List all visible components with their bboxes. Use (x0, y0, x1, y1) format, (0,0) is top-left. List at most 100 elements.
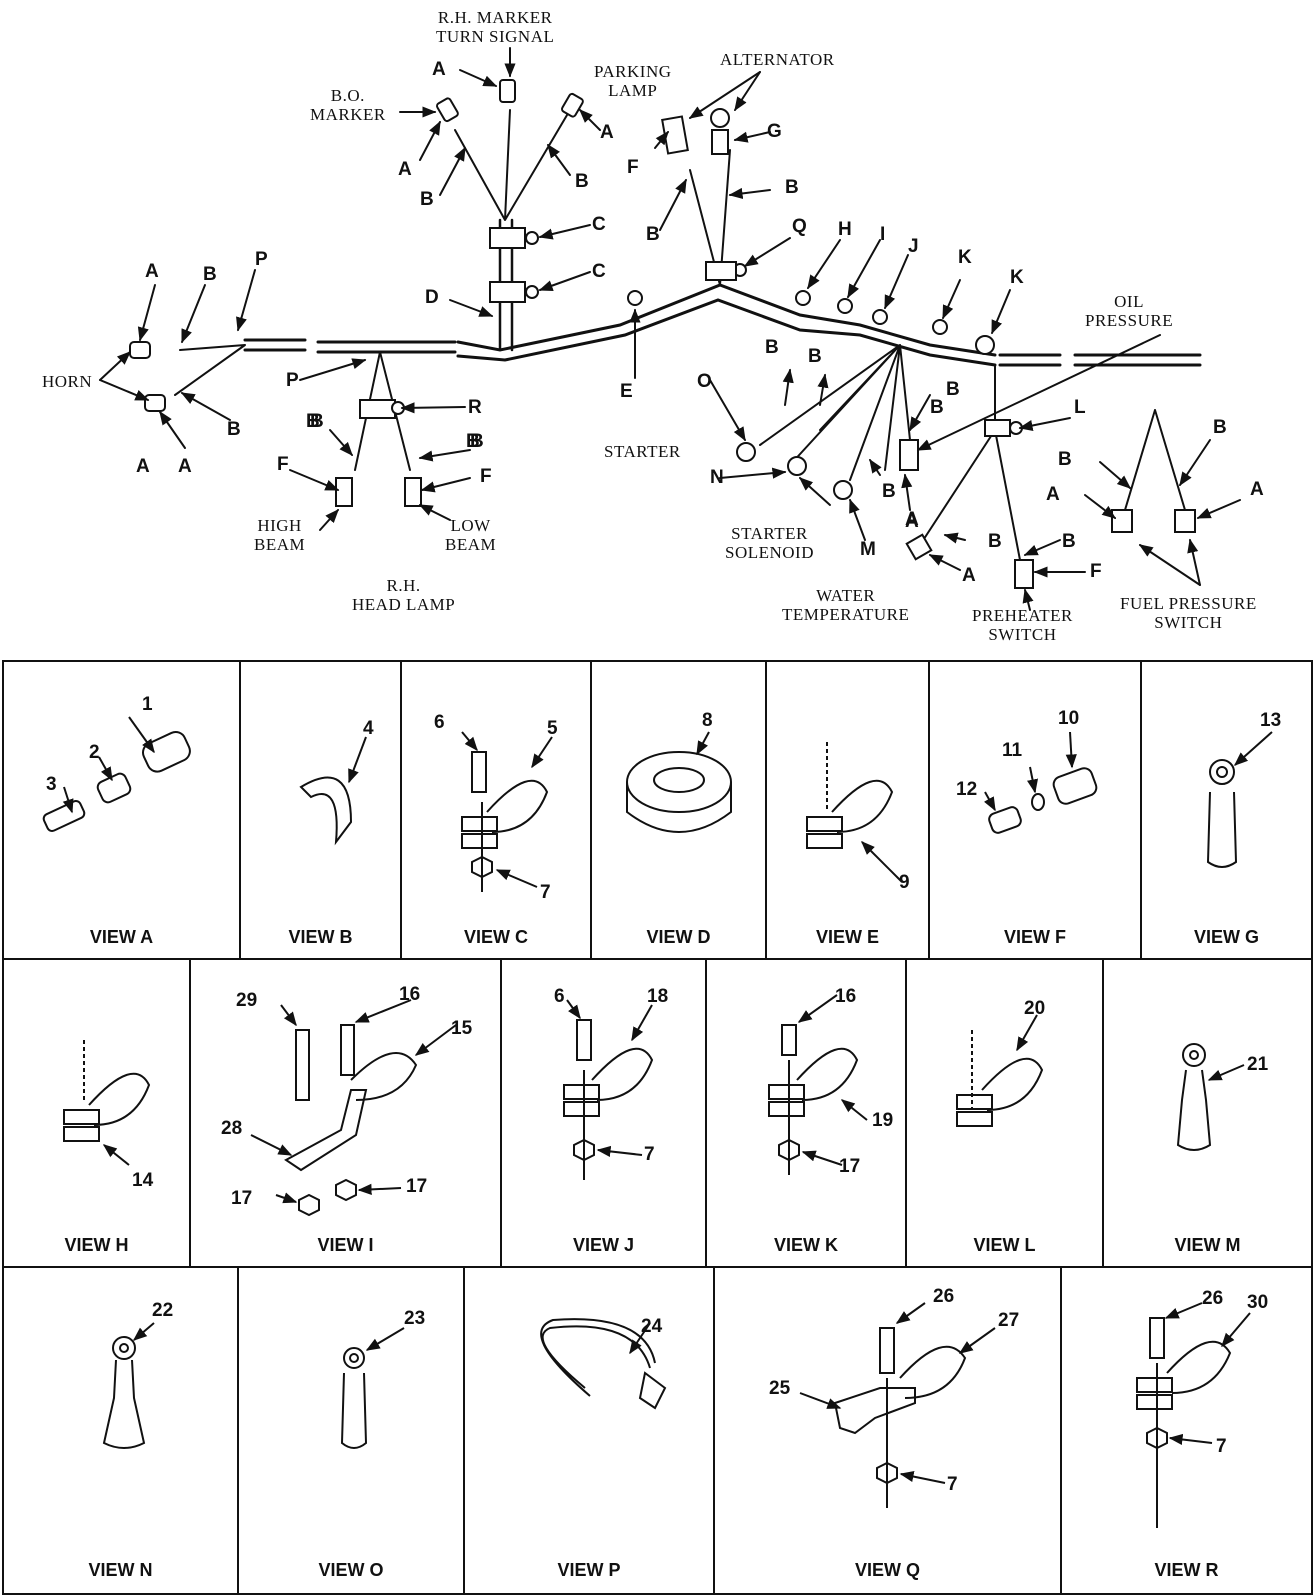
connector-assembly-drawing (42, 716, 191, 832)
callout-letter: B (808, 346, 822, 367)
callout-letter: I (880, 224, 886, 245)
callout-letter: B (466, 431, 480, 452)
callout-arrows (99, 47, 1241, 611)
view-title: VIEW I (317, 1235, 374, 1255)
grommet-drawing (626, 731, 732, 833)
part-number: 20 (1024, 998, 1046, 1019)
callout-letter: B (646, 224, 660, 245)
clamp-drawing (956, 1014, 1044, 1127)
view-e: 9 VIEW E (765, 662, 928, 960)
view-title: VIEW R (1154, 1560, 1219, 1580)
ring-terminal-drawing (102, 1322, 155, 1449)
clamp-drawing (806, 742, 903, 883)
callout-letter: A (145, 261, 159, 282)
part-number: 5 (547, 718, 558, 739)
clamp-screw-nut-drawing (461, 731, 553, 892)
views-row-1: 1 2 3 VIEW A 4 VIEW B 6 5 7 (2, 660, 1311, 960)
view-title: VIEW K (773, 1235, 838, 1255)
view-r: 26 30 7 VIEW R (1060, 1268, 1311, 1593)
view-title: VIEW O (318, 1560, 384, 1580)
callout-letter: A (962, 565, 976, 586)
callout-letter: A (600, 122, 614, 143)
part-number: 3 (46, 774, 57, 795)
horn-label: HORN (42, 372, 93, 391)
view-q: 26 27 25 7 VIEW Q (713, 1268, 1060, 1593)
clamp-screw-nut-drawing (1136, 1302, 1251, 1528)
callout-letter: B (470, 431, 484, 452)
part-number: 10 (1058, 708, 1080, 729)
view-o: 23 VIEW O (237, 1268, 463, 1593)
callout-letter: B (988, 531, 1002, 552)
bracket-clamp-drawing (799, 1302, 996, 1508)
view-l: 20 VIEW L (905, 960, 1102, 1268)
callout-letter: F (480, 466, 492, 487)
callout-letter: B (765, 337, 779, 358)
view-title: VIEW P (557, 1560, 621, 1580)
callout-letter: A (1046, 484, 1060, 505)
view-title: VIEW M (1174, 1235, 1241, 1255)
callout-letter: B (946, 379, 960, 400)
callout-letter: A (905, 511, 919, 532)
view-m: 21 VIEW M (1102, 960, 1311, 1268)
view-k: 16 19 17 VIEW K (705, 960, 905, 1268)
view-title: VIEW E (815, 927, 879, 947)
callout-letter: A (432, 59, 446, 80)
view-n: 22 VIEW N (2, 1268, 237, 1593)
part-number: 15 (451, 1018, 473, 1039)
part-number: 24 (641, 1316, 663, 1337)
part-number: 16 (399, 984, 421, 1005)
part-number: 7 (644, 1144, 655, 1165)
starter-label: STARTER (604, 442, 681, 461)
part-number: 22 (152, 1300, 174, 1321)
callout-letter: D (425, 287, 439, 308)
callout-letter: A (1250, 479, 1264, 500)
callout-letter: C (592, 214, 606, 235)
part-number: 18 (647, 986, 669, 1007)
callout-letter: B (306, 411, 320, 432)
callout-letter: M (860, 539, 876, 560)
callout-letter: J (908, 236, 919, 257)
ring-terminal-drawing (340, 1327, 405, 1449)
part-number: 2 (89, 742, 100, 763)
part-number: 23 (404, 1308, 426, 1329)
view-title: VIEW B (288, 927, 353, 947)
callout-letter: P (255, 249, 268, 270)
ring-terminal-drawing (1176, 1043, 1245, 1151)
callout-letter: A (398, 159, 412, 180)
view-a: 1 2 3 VIEW A (2, 662, 239, 960)
callout-letter: H (838, 219, 852, 240)
callout-letter: G (767, 121, 782, 142)
callout-letter: N (710, 467, 724, 488)
callout-letter: F (627, 157, 639, 178)
terminal-assembly-drawing (983, 731, 1098, 834)
callout-letter: B (203, 264, 217, 285)
part-number: 13 (1260, 710, 1282, 731)
callout-letter: B (575, 171, 589, 192)
callout-letter: L (1074, 397, 1086, 418)
part-number: 6 (554, 986, 565, 1007)
callout-letter: F (1090, 561, 1102, 582)
part-number: 29 (236, 990, 258, 1011)
part-number: 28 (221, 1118, 243, 1139)
view-title: VIEW N (88, 1560, 153, 1580)
part-number: 26 (1202, 1288, 1224, 1309)
rh-head-lamp-label: R.H.HEAD LAMP (352, 576, 456, 614)
callout-letter: B (882, 481, 896, 502)
part-number: 9 (899, 872, 910, 893)
clip-drawing (299, 736, 367, 846)
clamp-drawing (63, 1040, 151, 1166)
bracket-clamp-drawing (250, 999, 457, 1217)
view-g: 13 VIEW G (1140, 662, 1311, 960)
view-title: VIEW H (64, 1235, 129, 1255)
part-number: 25 (769, 1378, 791, 1399)
part-number: 12 (956, 779, 978, 800)
callout-letter: A (136, 456, 150, 477)
callout-letter: B (227, 419, 241, 440)
view-p: 24 VIEW P (463, 1268, 713, 1593)
bo-marker-label: B.O.MARKER (310, 86, 386, 124)
